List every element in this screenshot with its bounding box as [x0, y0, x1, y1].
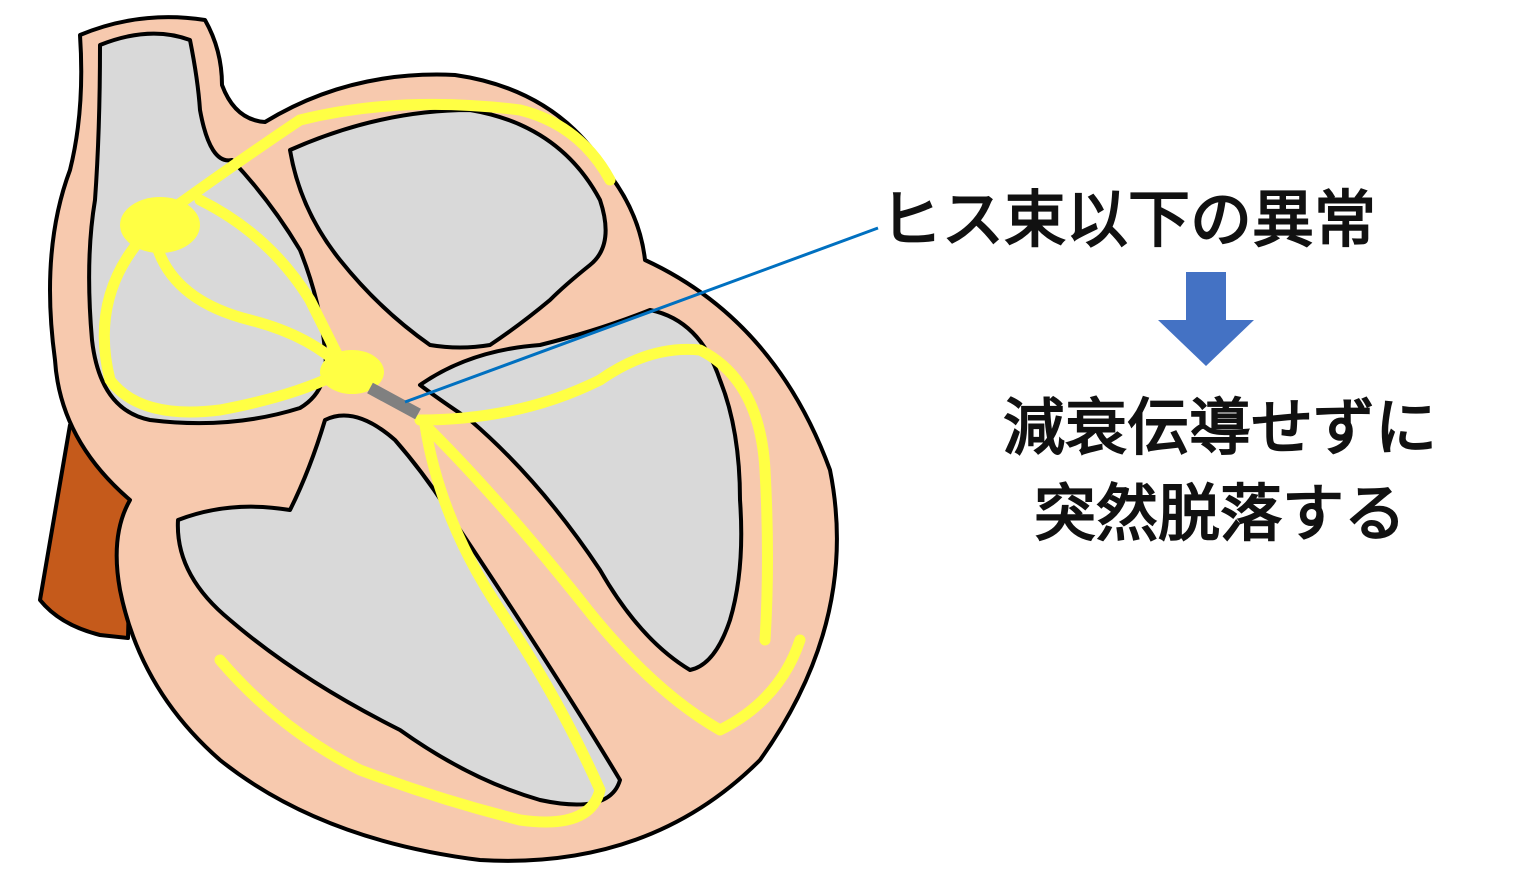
internodal-pathway-posterior	[194, 194, 351, 376]
result-label: 減衰伝導せずに 突然脱落する	[920, 385, 1520, 557]
internodal-pathway-left	[98, 234, 351, 418]
internodal-pathway-upper	[144, 98, 616, 231]
title-label: ヒス束以下の異常	[880, 183, 1377, 256]
result-line-2: 突然脱落する	[1033, 477, 1406, 550]
result-line-1: 減衰伝導せずに	[1002, 391, 1437, 464]
sa-node	[120, 197, 200, 253]
av-node	[320, 350, 384, 394]
internodal-pathway-middle	[149, 234, 351, 376]
left-ventricle	[418, 308, 744, 672]
conduction-system	[98, 98, 806, 828]
his-bundle-lesion	[367, 382, 421, 420]
leader-line	[404, 226, 879, 404]
right-bundle-branch	[214, 419, 606, 828]
down-arrow-icon	[1158, 272, 1254, 366]
left-bundle-branch	[414, 343, 773, 646]
left-ventricle-purkinje	[424, 424, 806, 736]
